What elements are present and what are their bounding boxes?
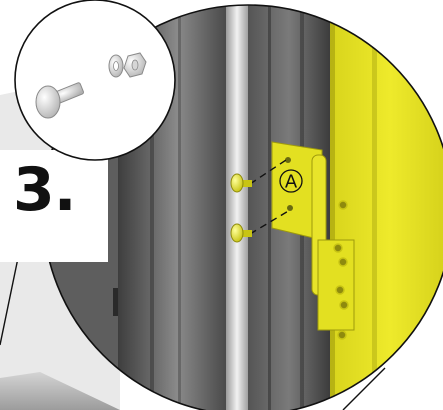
hinge-hole — [338, 331, 346, 339]
slot-mark — [113, 288, 118, 316]
callout-a: A — [280, 170, 302, 193]
hinge-hole — [340, 301, 348, 309]
hinge-hole — [334, 244, 342, 252]
hinge-hole — [339, 258, 347, 266]
hinge-hole — [339, 201, 347, 209]
washer-icon — [109, 55, 123, 77]
nut-icon — [124, 53, 146, 77]
step-number: 3. — [13, 160, 76, 220]
callout-label: A — [285, 172, 298, 193]
hinge-hole — [336, 286, 344, 294]
hardware-inset — [15, 0, 175, 160]
door-light-strip — [226, 0, 248, 410]
hinge-leaf-lower — [318, 240, 354, 330]
hardware-inset-circle — [15, 0, 175, 160]
